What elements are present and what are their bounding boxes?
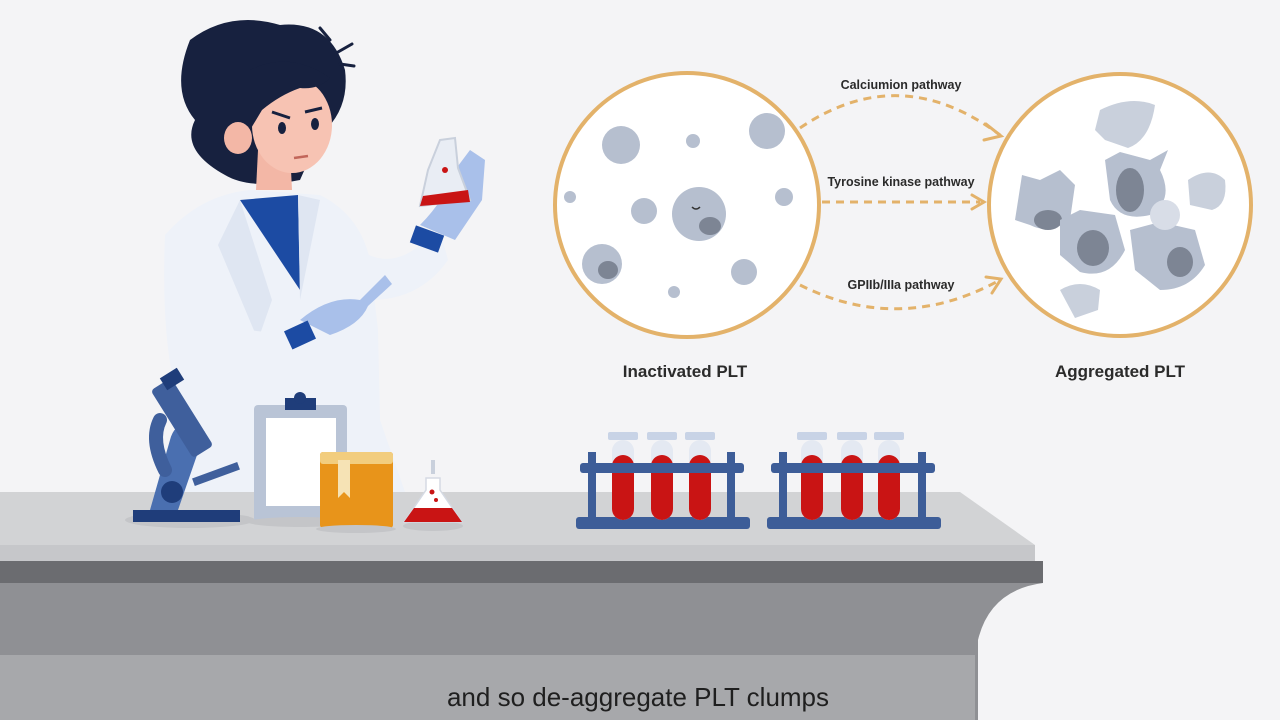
- platelet: [686, 134, 700, 148]
- book-icon: [316, 452, 396, 533]
- tyrosine-kinase-pathway-label: Tyrosine kinase pathway: [827, 175, 974, 189]
- inactivated-plt-circle: [555, 73, 819, 337]
- calciumion-pathway-label: Calciumion pathway: [841, 78, 962, 92]
- platelet: [631, 198, 657, 224]
- platelet: [775, 188, 793, 206]
- gpiib-iiia-pathway-label: GPIIb/IIIa pathway: [848, 278, 955, 292]
- aggregated-plt-label: Aggregated PLT: [1055, 362, 1185, 382]
- aggregated-plt-circle: [989, 74, 1251, 336]
- platelet: [1188, 173, 1225, 211]
- video-subtitle: and so de-aggregate PLT clumps: [447, 682, 829, 713]
- inactivated-plt-label: Inactivated PLT: [623, 362, 747, 382]
- platelet: [668, 286, 680, 298]
- platelet: [602, 126, 640, 164]
- platelet: [749, 113, 785, 149]
- platelet: [731, 259, 757, 285]
- platelet: [672, 187, 726, 241]
- platelet: [564, 191, 576, 203]
